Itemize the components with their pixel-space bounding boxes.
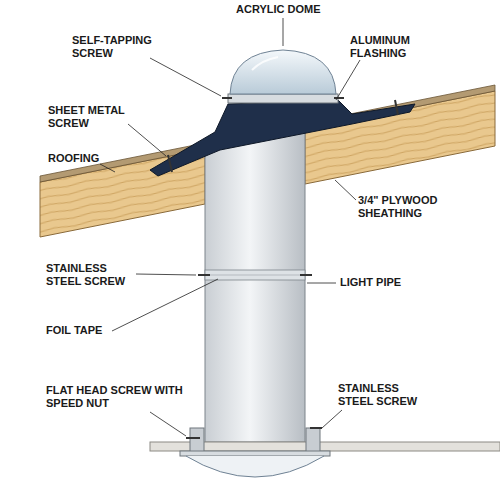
part-label: LIGHT PIPE (340, 276, 430, 289)
stainless-steel-screw (300, 274, 312, 276)
foil-tape (205, 270, 305, 280)
aluminum-flashing (150, 100, 415, 176)
part-label: STAINLESS STEEL SCREW (338, 382, 428, 408)
part-label: FOIL TAPE (46, 324, 136, 337)
part-label: FLAT HEAD SCREW WITH SPEED NUT (46, 384, 186, 410)
acrylic-dome (230, 50, 336, 94)
sheet-metal-screw (168, 155, 172, 172)
part-label: ALUMINUM FLASHING (350, 34, 440, 60)
part-label: STAINLESS STEEL SCREW (46, 262, 136, 288)
part-label: ROOFING (48, 152, 128, 165)
ceiling-ring (190, 428, 204, 452)
self-tapping-screw (334, 97, 344, 99)
part-label: ACRYLIC DOME (236, 3, 346, 16)
sheet-metal-screw (395, 100, 398, 115)
part-label: SHEET METAL SCREW (48, 104, 128, 130)
part-label: 3/4" PLYWOOD SHEATHING (358, 194, 458, 220)
leader-lines (100, 18, 360, 436)
stainless-steel-screw (198, 274, 210, 276)
diffuser-rim (180, 451, 330, 456)
light-pipe (205, 112, 305, 442)
ceiling-ring (306, 428, 320, 452)
part-label: SELF-TAPPING SCREW (72, 34, 156, 60)
diffuser (186, 456, 324, 477)
self-tapping-screw (222, 97, 232, 99)
dome-collar (228, 94, 338, 103)
